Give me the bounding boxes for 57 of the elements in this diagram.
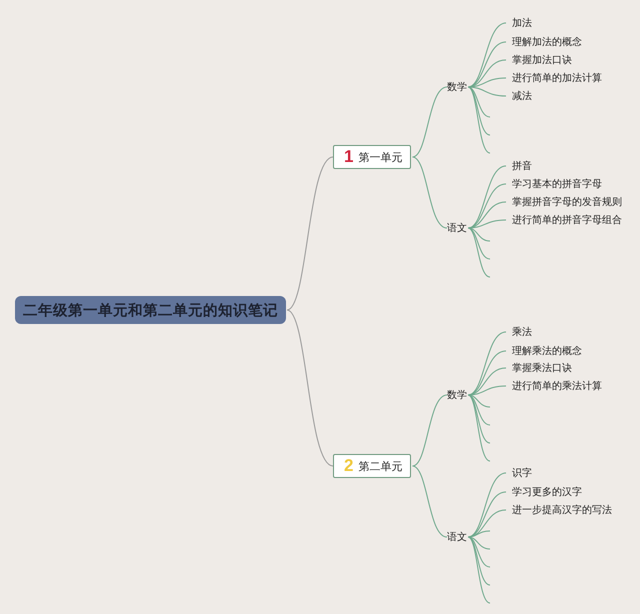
branch-line xyxy=(468,386,506,396)
branch-line xyxy=(468,220,506,228)
leaf-text: 进行简单的乘法计算 xyxy=(512,379,602,393)
unit-number: 2 xyxy=(344,456,354,476)
branch-line xyxy=(468,184,506,228)
branch-line xyxy=(468,530,490,538)
branch-line xyxy=(468,536,490,550)
branch-line xyxy=(412,394,448,466)
leaf-text: 乘法 xyxy=(512,325,532,339)
branch-text: 数学 xyxy=(447,80,467,94)
branch-text: 语文 xyxy=(447,530,467,544)
leaf-text: 减法 xyxy=(512,89,532,103)
subtopic-box xyxy=(333,454,412,478)
leaf-text: 拼音 xyxy=(512,159,532,173)
branch-line xyxy=(412,156,448,228)
central-topic-box xyxy=(15,296,286,324)
branch-line xyxy=(468,492,506,538)
leaf-text: 掌握拼音字母的发音规则 xyxy=(512,195,622,209)
leaf-text: 掌握加法口诀 xyxy=(512,53,572,67)
leaf-text: 进行简单的加法计算 xyxy=(512,71,602,85)
branch-line xyxy=(468,228,490,242)
leaf-text: 学习基本的拼音字母 xyxy=(512,177,602,191)
branch-line xyxy=(468,202,506,228)
branch-text: 数学 xyxy=(447,388,467,402)
branch-text: 语文 xyxy=(447,221,467,235)
branch-line xyxy=(468,350,506,396)
unit-number: 1 xyxy=(344,147,354,167)
leaf-text: 掌握乘法口诀 xyxy=(512,361,572,375)
branch-line xyxy=(468,394,490,426)
leaf-text: 学习更多的汉字 xyxy=(512,485,582,499)
branch-line xyxy=(468,86,506,96)
branch-line xyxy=(468,510,506,538)
leaf-text: 理解乘法的概念 xyxy=(512,344,582,358)
branch-line xyxy=(286,310,334,466)
leaf-text: 进一步提高汉字的写法 xyxy=(512,503,612,517)
leaf-text: 识字 xyxy=(512,466,532,480)
branch-line xyxy=(412,466,448,538)
branch-line xyxy=(468,394,490,408)
leaf-text: 进行简单的拼音字母组合 xyxy=(512,213,622,227)
leaf-text: 加法 xyxy=(512,16,532,30)
central-topic-text: 二年级第一单元和第二单元的知识笔记 xyxy=(23,303,278,319)
subtopic-text: 第一单元 xyxy=(358,150,402,164)
branch-line xyxy=(468,536,490,568)
subtopic-box xyxy=(333,145,412,169)
leaf-text: 理解加法的概念 xyxy=(512,35,582,49)
branch-line xyxy=(468,228,490,278)
branch-line xyxy=(468,86,490,118)
branch-line xyxy=(468,86,490,154)
branch-line xyxy=(468,42,506,88)
branch-line xyxy=(468,536,490,604)
branch-line xyxy=(412,86,448,158)
branch-line xyxy=(468,60,506,88)
branch-line xyxy=(468,394,490,462)
subtopic-text: 第二单元 xyxy=(358,458,402,474)
branch-line xyxy=(468,228,490,260)
branch-line xyxy=(286,156,334,310)
branch-line xyxy=(468,368,506,396)
